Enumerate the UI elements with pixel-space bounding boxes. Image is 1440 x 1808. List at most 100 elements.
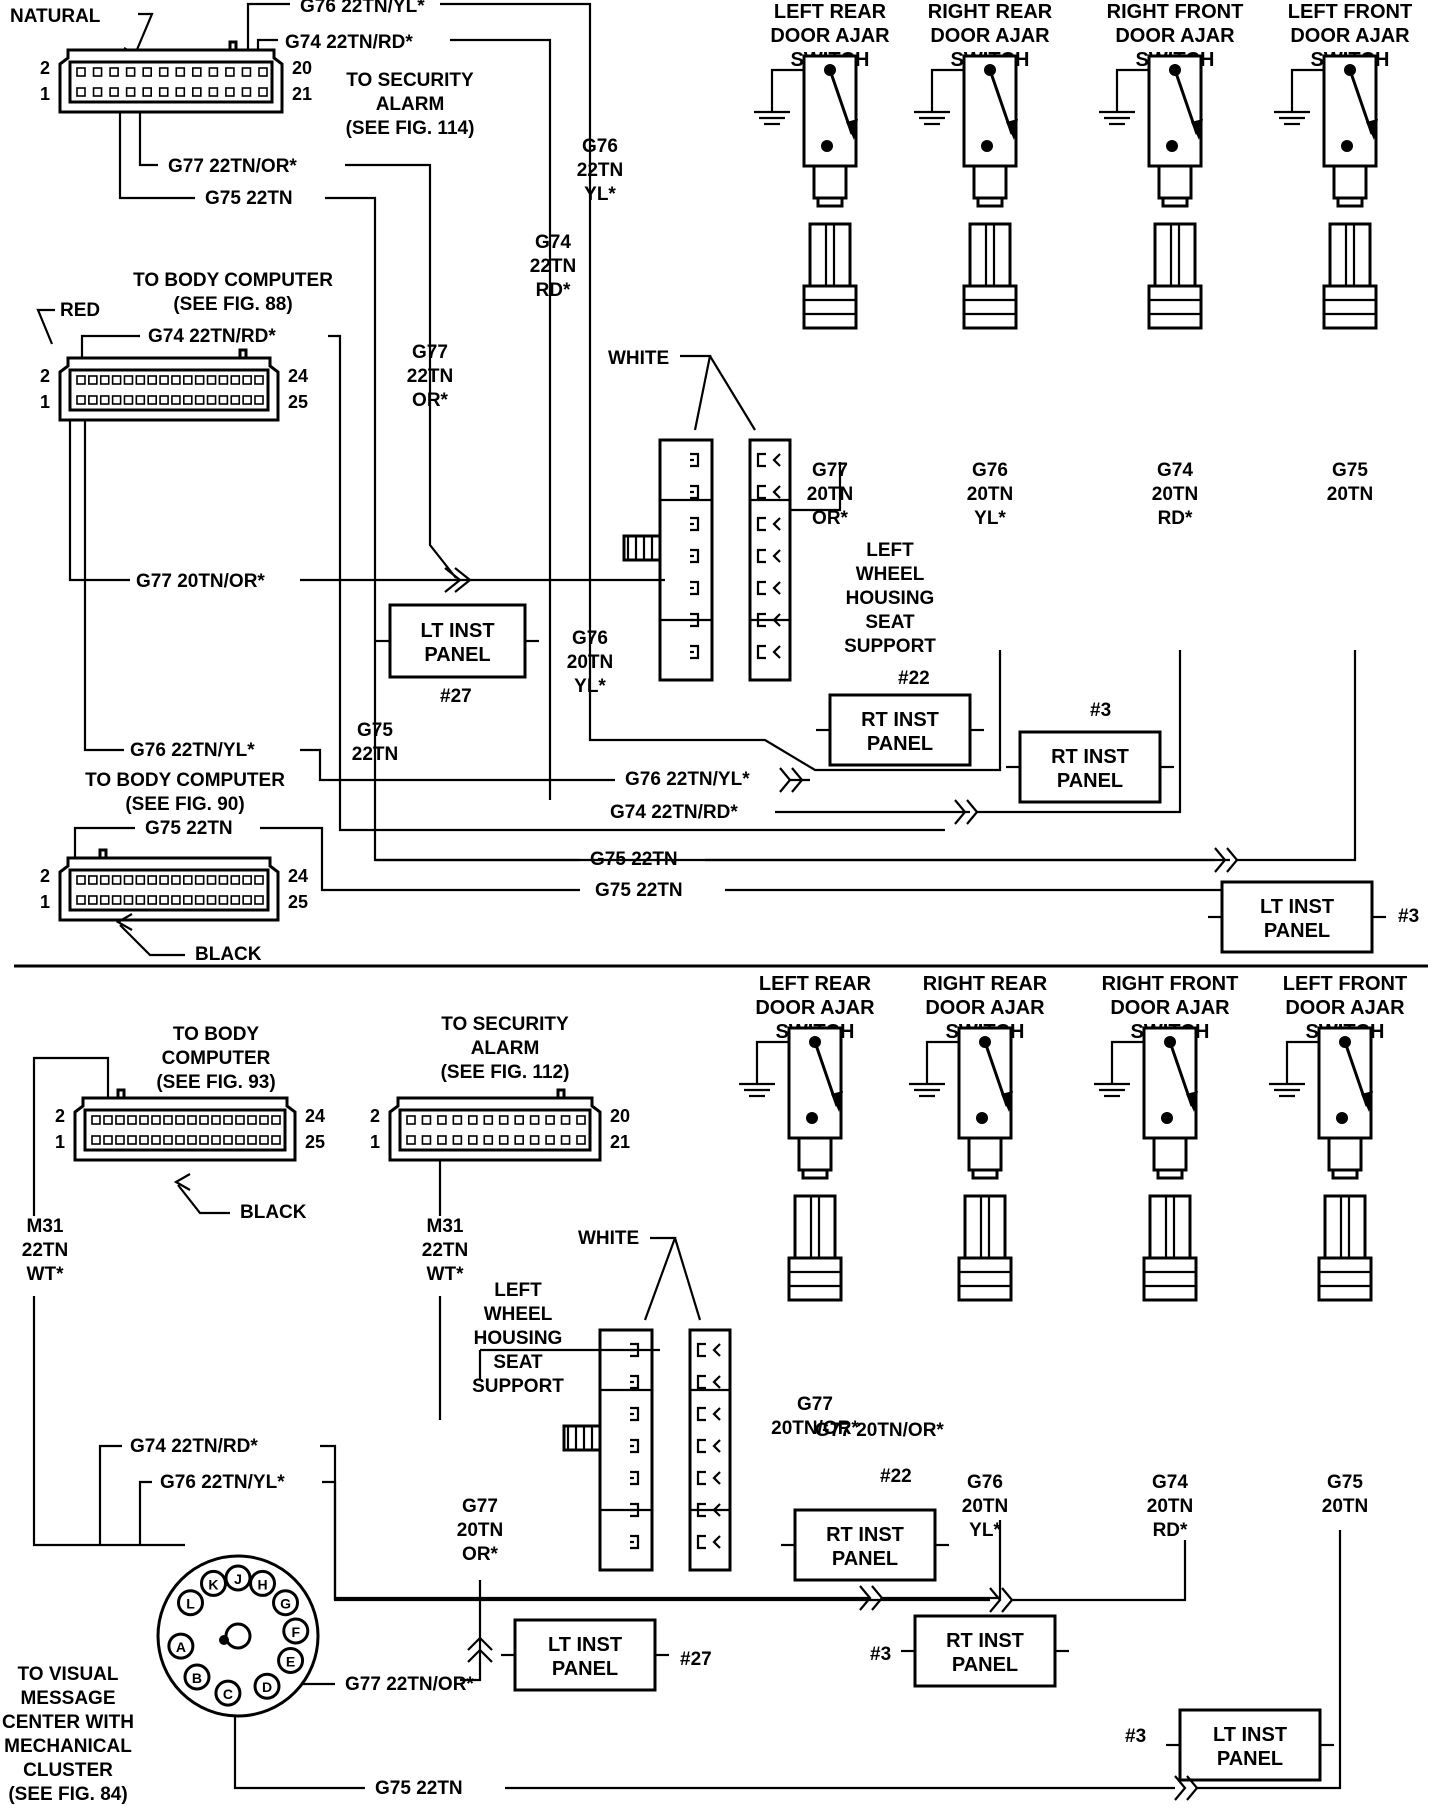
g75b-arrow-a [1174, 1775, 1187, 1801]
ground-symbol-icon [1094, 1056, 1130, 1098]
g74-run-to-sw [977, 650, 1182, 814]
left-wheel-housing-note-line: HOUSING [846, 588, 935, 609]
panel-label-line: PANEL [867, 733, 933, 755]
cluster-pin-label: F [291, 1624, 300, 1640]
pin-number-high: 24 [288, 866, 308, 886]
switch-wire-label-line: 20TN/OR* [771, 1418, 859, 1439]
panel-label-line: PANEL [552, 1658, 618, 1680]
pin-number-last: 25 [305, 1132, 325, 1152]
switch-wire-label-line: G76 [972, 460, 1008, 481]
m31-left-label-line: 22TN [22, 1240, 68, 1261]
white-label-top: WHITE [608, 348, 669, 369]
g76-arrow-a [779, 767, 792, 793]
pin-number-high: 24 [305, 1106, 325, 1126]
visual-message-center-note-line: MECHANICAL [4, 1736, 132, 1757]
g76-run [588, 650, 1002, 772]
m31-left-top [32, 1056, 110, 1216]
g74-bottom-label: G74 22TN/RD* [130, 1436, 258, 1457]
pin-number-high: 24 [288, 366, 308, 386]
pin-number-last: 25 [288, 392, 308, 412]
g77-arrow-a [444, 567, 462, 593]
switch-wire-label-line: G77 [812, 460, 848, 481]
splice-22-label-bottom: #22 [880, 1466, 912, 1487]
g77-20-label: G77 20TN/OR* [136, 571, 265, 592]
security-112-note-line: ALARM [471, 1038, 540, 1059]
g77-bottom-lower [460, 1580, 482, 1682]
switch-wire-label-line: RD* [1158, 508, 1193, 529]
pin-number-1: 1 [40, 392, 50, 412]
white-pointer-1 [680, 354, 712, 431]
g75-run-to-sw [1237, 650, 1357, 862]
g74b-to-sw [1012, 1540, 1187, 1602]
g75-bc-label: G75 22TN [145, 818, 233, 839]
switch-wire-label-line: YL* [969, 1520, 1001, 1541]
g77-22-label: G77 22TN/OR* [345, 1674, 474, 1695]
g74-arrow-a [954, 799, 967, 825]
cluster-pin-label: K [208, 1576, 218, 1592]
g76-run-label: G76 22TN/YL* [625, 769, 750, 790]
body-computer-88-note-line: TO BODY COMPUTER [133, 270, 333, 291]
g76-vertical-label-line: G76 [582, 136, 618, 157]
switch-wire-label-line: G75 [1332, 460, 1368, 481]
pin-number-1: 1 [40, 892, 50, 912]
panel-label-line: PANEL [424, 644, 490, 666]
g76b-arrow-a [859, 1585, 872, 1611]
switch-wire-label-line: 20TN [962, 1496, 1008, 1517]
g77-stub [138, 112, 158, 167]
g76-bc2-label: G76 22TN/YL* [130, 740, 255, 761]
switch-title-line: LEFT REAR [759, 973, 872, 995]
security-alarm-note-line: (SEE FIG. 114) [346, 118, 475, 139]
security-alarm-note-line: ALARM [376, 94, 445, 115]
cluster-pin-label: B [192, 1670, 202, 1686]
natural-label: NATURAL [10, 6, 101, 27]
cluster-pin-label: L [186, 1596, 195, 1612]
g74-to-rf [450, 38, 552, 800]
visual-message-center-note-line: CENTER WITH [2, 1712, 134, 1733]
g75-bc-stub [73, 826, 135, 858]
panel-label-line: RT INST [861, 709, 939, 731]
cluster-pin-D: D [253, 1672, 281, 1700]
ground-symbol-icon [1099, 84, 1135, 126]
cluster-pin-L: L [176, 1589, 204, 1617]
splice-22-label: #22 [898, 668, 930, 689]
cluster-pin-B: B [183, 1663, 211, 1691]
panel-label-line: PANEL [1217, 1748, 1283, 1770]
switch-wire-label-line: G74 [1152, 1472, 1188, 1493]
m31-left-label-line: WT* [27, 1264, 65, 1285]
ground-symbol-icon [739, 1056, 775, 1098]
g75-vertical-label-line: 22TN [352, 744, 398, 765]
g76-20-label-line: G76 [572, 628, 608, 649]
switch-title-line: DOOR AJAR [925, 997, 1045, 1019]
ground-symbol-icon [914, 84, 950, 126]
cluster-pin-H: H [249, 1569, 277, 1597]
g74-stub [256, 38, 278, 50]
pin-number-2: 2 [40, 58, 50, 78]
security-112-note-line: TO SECURITY [441, 1014, 569, 1035]
cluster-pin-F: F [282, 1617, 310, 1645]
m31-right-label-line: WT* [427, 1264, 465, 1285]
body-computer-88-note-line: (SEE FIG. 88) [173, 294, 292, 315]
pin-number-2: 2 [40, 866, 50, 886]
g74-vertical-label-line: G74 [535, 232, 571, 253]
switch-wire-label-line: 20TN [1152, 484, 1198, 505]
splice-3a-label-bottom: #3 [870, 1644, 891, 1665]
panel-label-line: PANEL [1057, 770, 1123, 792]
body-computer-90-note-line: TO BODY COMPUTER [85, 770, 285, 791]
ground-symbol-icon [1269, 1056, 1305, 1098]
switch-title-line: DOOR AJAR [1110, 997, 1230, 1019]
g76-bc2-stub [83, 420, 124, 752]
g76b-to-sw [882, 1520, 1002, 1600]
switch-title-line: DOOR AJAR [1285, 997, 1405, 1019]
visual-message-center-note-line: MESSAGE [20, 1688, 115, 1709]
ground-symbol-icon [754, 84, 790, 126]
g76-vertical-label-line: YL* [584, 184, 616, 205]
g75-22-label: G75 22TN [375, 1778, 463, 1799]
switch-title-line: LEFT REAR [774, 1, 887, 23]
